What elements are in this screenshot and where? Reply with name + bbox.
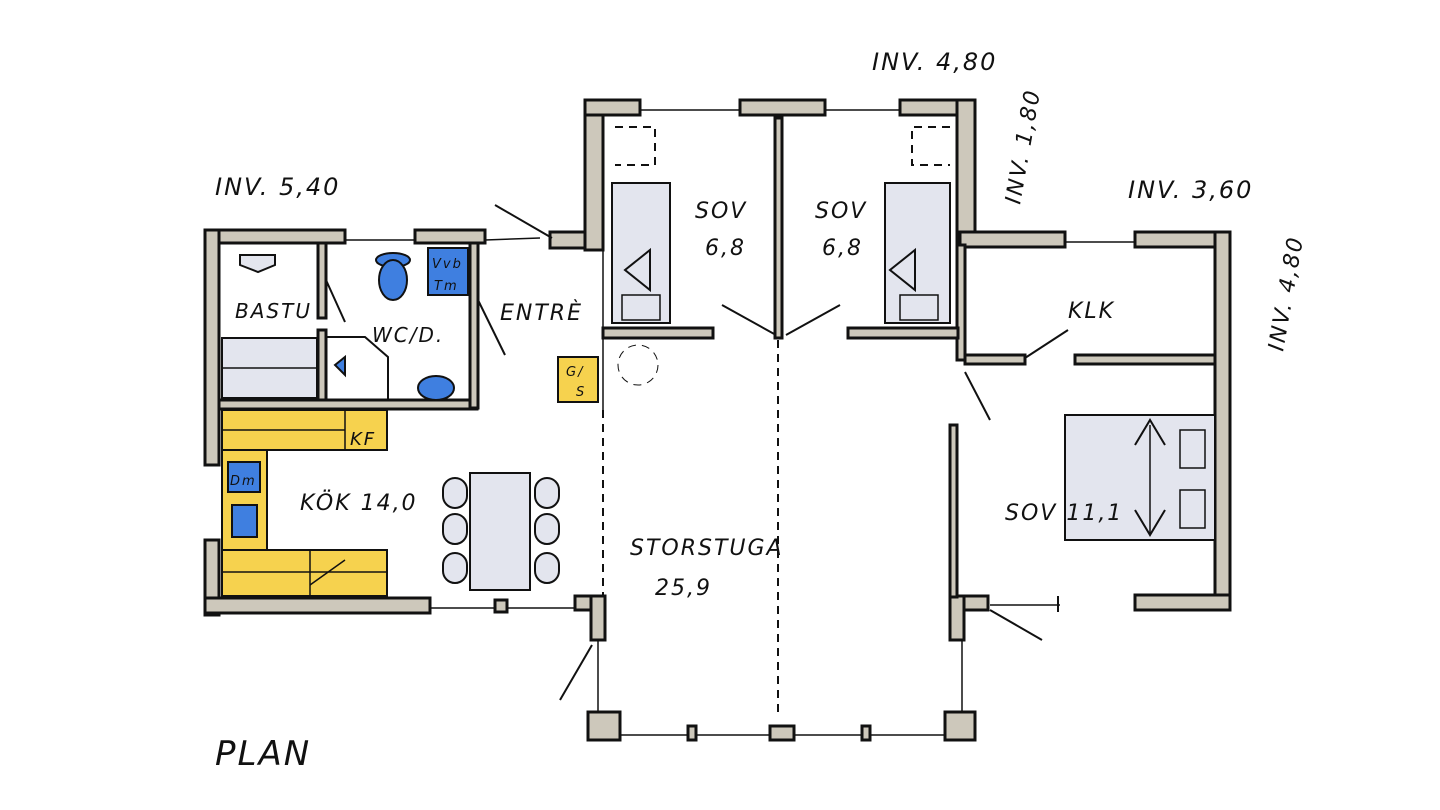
fixture-tm: Tm <box>434 279 459 294</box>
dim-inv-480-right: INV. 4,80 <box>1264 234 1309 353</box>
room-bastu: BASTU <box>235 299 312 323</box>
room-sov-right: SOV 11,1 <box>1005 501 1123 526</box>
dim-inv-180: INV. 1,80 <box>1001 87 1046 206</box>
room-storstuga-name: STORSTUGA <box>630 536 784 561</box>
chairs <box>442 477 560 584</box>
dim-inv-360: INV. 3,60 <box>1128 176 1253 204</box>
dishwasher <box>227 461 261 493</box>
dining-table <box>469 472 531 591</box>
bed-sov-mid <box>884 182 951 324</box>
water-heater <box>427 247 469 296</box>
room-sov-left-area: 6,8 <box>705 236 746 261</box>
room-sov-mid-area: 6,8 <box>822 236 863 261</box>
gs-cabinet <box>557 356 599 403</box>
lines <box>217 109 1217 736</box>
fixture-gs-top: G/ <box>566 365 584 380</box>
room-sov-mid-name: SOV <box>815 199 867 224</box>
dim-inv-480-top: INV. 4,80 <box>872 48 997 76</box>
walls <box>203 98 1232 742</box>
room-kok: KÖK 14,0 <box>300 490 418 516</box>
dim-inv-540: INV. 5,40 <box>215 173 340 201</box>
fixture-kf: KF <box>350 429 376 450</box>
bed-sov-left <box>611 182 671 324</box>
room-wc: WC/D. <box>372 323 444 347</box>
room-klk: KLK <box>1068 299 1115 324</box>
plan-title: PLAN <box>215 734 311 774</box>
fixture-gs-bottom: S <box>576 385 586 400</box>
furniture <box>221 126 1216 597</box>
room-sov-left-name: SOV <box>695 199 747 224</box>
fixture-vvb: Vvb <box>432 257 463 272</box>
room-storstuga-area: 25,9 <box>655 576 712 601</box>
room-entre: ENTRÈ <box>500 300 583 326</box>
fixture-dm: Dm <box>230 474 257 489</box>
sink <box>417 375 455 401</box>
